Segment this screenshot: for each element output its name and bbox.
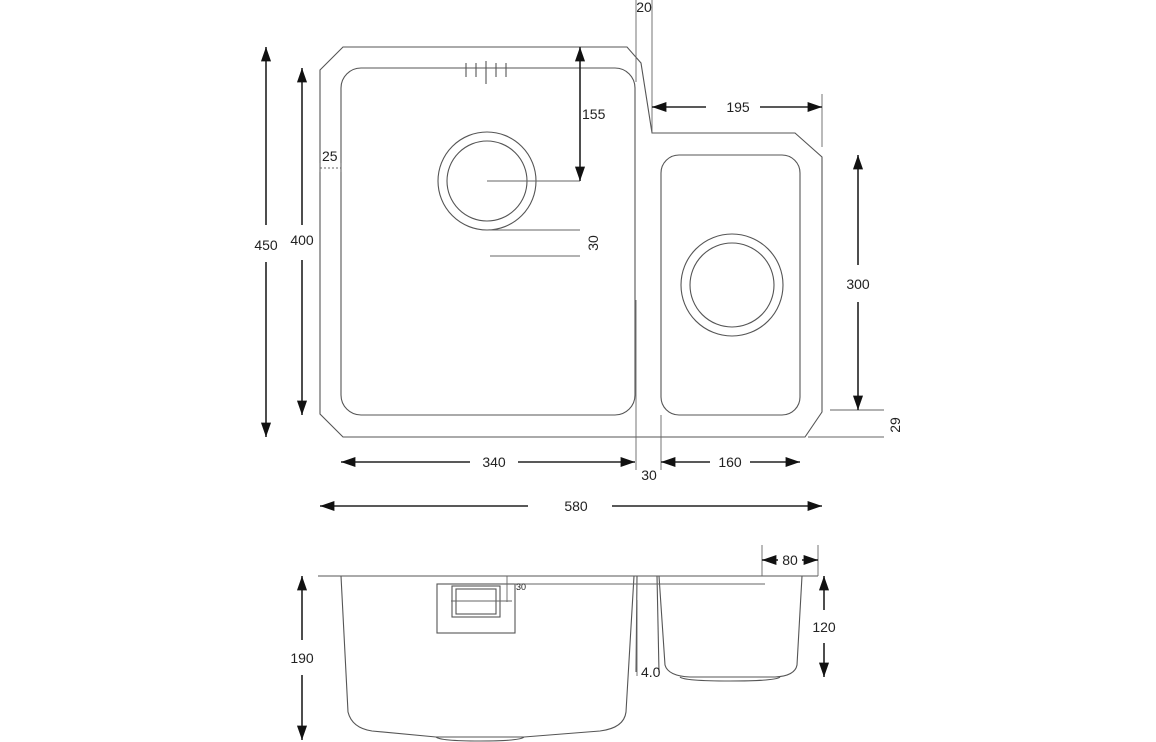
label-20: 20	[636, 0, 652, 15]
label-340: 340	[482, 454, 506, 470]
label-30-overflow: 30	[585, 235, 601, 251]
side-extension-lines	[451, 545, 819, 676]
label-300: 300	[846, 276, 870, 292]
label-195: 195	[726, 99, 750, 115]
small-bowl-profile	[635, 575, 803, 678]
waste-bottom-small	[679, 676, 781, 682]
label-160: 160	[718, 454, 742, 470]
main-bowl	[340, 67, 636, 416]
side-view: 30 4.0 190 120 80	[290, 545, 836, 742]
label-25: 25	[322, 148, 338, 164]
waste-bottom-main	[435, 736, 525, 742]
main-bowl-profile	[340, 575, 635, 738]
label-400: 400	[290, 232, 314, 248]
small-bowl	[660, 154, 801, 416]
small-waste-outer	[680, 233, 784, 337]
label-190: 190	[290, 650, 314, 666]
label-120: 120	[812, 619, 836, 635]
label-29: 29	[887, 417, 903, 433]
label-80: 80	[782, 552, 798, 568]
label-155: 155	[582, 106, 606, 122]
overflow-marks	[465, 61, 507, 84]
label-450: 450	[254, 237, 278, 253]
label-30-divider: 30	[641, 467, 657, 483]
top-view: 450 400 155 25 30 20 195 300 29 340 30 1…	[254, 0, 903, 514]
overflow-inner	[455, 588, 497, 615]
label-580: 580	[564, 498, 588, 514]
small-waste-inner	[689, 242, 775, 328]
overflow-plate	[436, 583, 516, 634]
overflow-outer	[451, 585, 501, 618]
label-30-overflow-side: 30	[516, 582, 526, 592]
divider-wall	[656, 575, 660, 673]
label-4-0: 4.0	[641, 664, 661, 680]
